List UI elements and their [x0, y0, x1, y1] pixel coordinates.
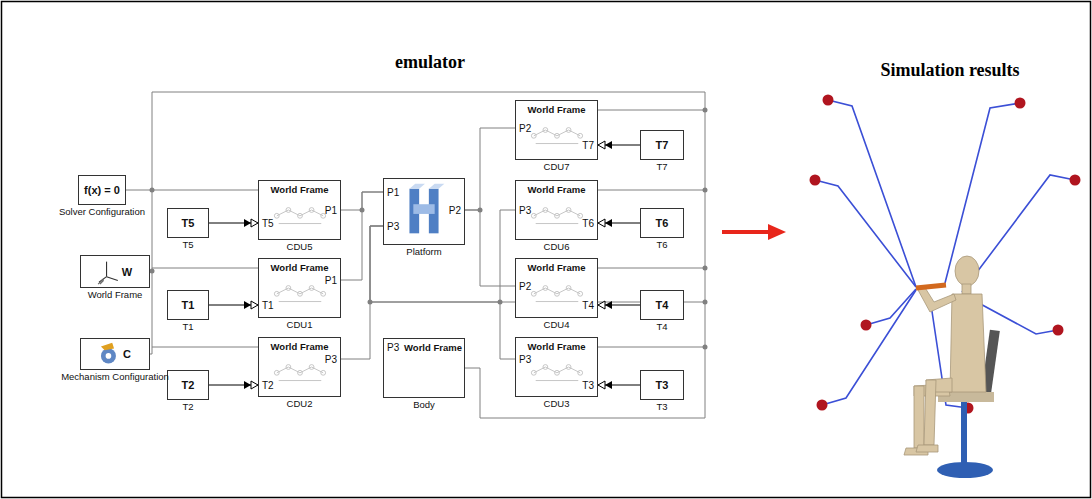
axes-icon — [81, 256, 149, 287]
simulink-block: f(x) = 0Solver Configuration — [78, 175, 126, 205]
panel-label: Simulation results — [880, 60, 1019, 81]
simulink-block: CMechanism Configuration — [80, 338, 150, 370]
port-label: T4 — [582, 300, 594, 312]
block-name: T7 — [656, 161, 667, 173]
port-label: P1 — [387, 187, 399, 199]
cdu-block: World FrameP3T6CDU6 — [515, 180, 598, 240]
diagram-title: emulator — [395, 52, 465, 73]
port-label: P3 — [325, 354, 337, 366]
signal-arrow — [598, 223, 640, 224]
block-text: World Frame — [259, 341, 340, 353]
block-text: World Frame — [516, 341, 597, 353]
block-text: T2 — [168, 379, 208, 391]
port-label: P1 — [325, 275, 337, 287]
block-name: World Frame — [88, 289, 143, 301]
junction-dots — [150, 108, 708, 350]
signal-arrow — [209, 385, 258, 386]
simulink-block: WWorld Frame — [80, 255, 150, 288]
port-label: P3 — [519, 205, 531, 217]
signal-arrow — [598, 385, 640, 386]
block-text: C — [93, 348, 161, 360]
port-label: T5 — [262, 218, 274, 230]
signal-arrow — [598, 145, 640, 146]
port-label: P2 — [519, 123, 531, 135]
block-name: T3 — [656, 401, 667, 413]
block-text: T5 — [168, 217, 208, 229]
cdu-block: World FrameP3T3CDU3 — [515, 337, 598, 397]
port-label: P1 — [325, 205, 337, 217]
gear-icon — [81, 339, 149, 369]
cdu-block: World FrameT5P1CDU5 — [258, 180, 341, 240]
block-text: World Frame — [384, 342, 464, 354]
port-label: T3 — [582, 380, 594, 392]
port-label: T2 — [262, 380, 274, 392]
block-name: CDU1 — [287, 319, 313, 331]
port-label: T6 — [582, 218, 594, 230]
block-text: T6 — [641, 217, 683, 229]
block-name: T4 — [656, 321, 667, 333]
block-name: Platform — [406, 246, 441, 258]
simulink-block: T5T5 — [167, 208, 209, 238]
block-name: T6 — [656, 239, 667, 251]
block-name: Body — [413, 399, 435, 411]
block-name: T1 — [182, 321, 193, 333]
simulink-block: P3World FrameBody — [383, 338, 465, 398]
block-text: T4 — [641, 299, 683, 311]
block-text: T1 — [168, 299, 208, 311]
port-label: T1 — [262, 300, 274, 312]
cdu-block: World FrameT1P1CDU1 — [258, 258, 341, 318]
block-text: f(x) = 0 — [79, 184, 125, 196]
port-label: P3 — [519, 354, 531, 366]
block-text: World Frame — [516, 104, 597, 116]
port-label: P3 — [387, 342, 399, 354]
simulink-block: T7T7 — [640, 130, 684, 160]
simulink-block: T1T1 — [167, 290, 209, 320]
block-text: World Frame — [516, 184, 597, 196]
block-name: T5 — [182, 239, 193, 251]
block-text: World Frame — [516, 262, 597, 274]
block-name: CDU4 — [544, 319, 570, 331]
simulink-block: T4T4 — [640, 290, 684, 320]
simulink-block: T2T2 — [167, 370, 209, 400]
signal-arrow — [598, 305, 640, 306]
block-text: World Frame — [259, 262, 340, 274]
block-name: CDU3 — [544, 398, 570, 410]
block-name: T2 — [182, 401, 193, 413]
cable-robot-illustration — [810, 95, 1081, 479]
physical-connection — [465, 210, 515, 286]
signal-arrow — [209, 223, 258, 224]
block-name: Mechanism Configuration — [61, 371, 169, 383]
block-name: CDU6 — [544, 241, 570, 253]
port-label: P2 — [449, 205, 461, 217]
red-arrow — [722, 224, 786, 240]
port-label: T7 — [582, 140, 594, 152]
simulink-block: P1P3P2Platform — [383, 178, 465, 245]
cdu-block: World FrameT2P3CDU2 — [258, 337, 341, 397]
block-name: CDU5 — [287, 241, 313, 253]
simulink-block: T3T3 — [640, 370, 684, 400]
block-text: World Frame — [259, 184, 340, 196]
block-text: W — [93, 266, 161, 278]
port-label: P2 — [519, 281, 531, 293]
world-frame-bus — [122, 92, 705, 418]
block-name: CDU7 — [544, 161, 570, 173]
block-name: CDU2 — [287, 398, 313, 410]
cdu-block: World FrameP2T4CDU4 — [515, 258, 598, 318]
signal-arrow — [209, 305, 258, 306]
cdu-block: World FrameP2T7CDU7 — [515, 100, 598, 160]
block-text: T7 — [641, 139, 683, 151]
simulink-block: T6T6 — [640, 208, 684, 238]
physical-connection — [341, 192, 383, 280]
port-label: P3 — [387, 221, 399, 233]
block-name: Solver Configuration — [59, 206, 145, 218]
physical-connection — [341, 226, 383, 359]
block-text: T3 — [641, 379, 683, 391]
physical-connection — [465, 128, 515, 210]
